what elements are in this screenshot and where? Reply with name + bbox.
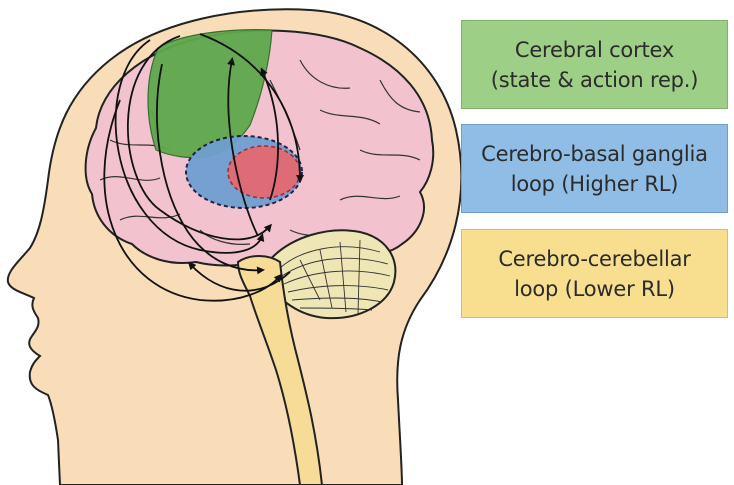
- legend-cerebellar-line2: loop (Lower RL): [514, 274, 675, 304]
- legend-cerebral-cortex-line1: Cerebral cortex: [515, 35, 674, 65]
- legend-basal-ganglia-loop: Cerebro-basal ganglia loop (Higher RL): [461, 124, 728, 213]
- legend-basal-ganglia-line2: loop (Higher RL): [511, 169, 679, 199]
- legend-basal-ganglia-line1: Cerebro-basal ganglia: [481, 139, 708, 169]
- legend-cerebellar-loop: Cerebro-cerebellar loop (Lower RL): [461, 229, 728, 318]
- legend-cerebral-cortex-line2: (state & action rep.): [491, 65, 699, 95]
- thalamus-region: [228, 146, 300, 198]
- legend-cerebral-cortex: Cerebral cortex (state & action rep.): [461, 20, 728, 109]
- legend-cerebellar-line1: Cerebro-cerebellar: [498, 244, 690, 274]
